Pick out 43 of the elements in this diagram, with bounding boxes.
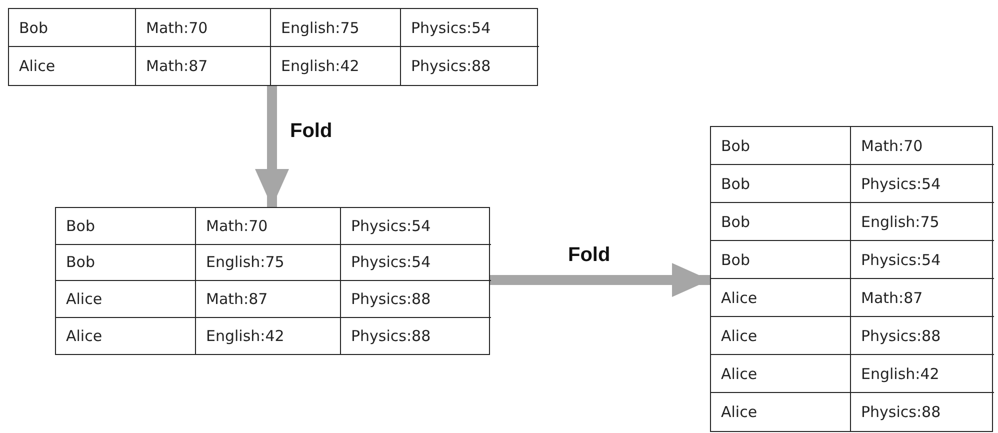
table-cell-text: Physics:88 — [350, 326, 432, 347]
table-cell: Bob — [56, 244, 196, 281]
arrow — [490, 263, 710, 297]
table-cell: Physics:54 — [341, 208, 491, 244]
table-cell: Bob — [711, 127, 851, 165]
table-cell: English:42 — [196, 318, 341, 354]
table-cell: Physics:54 — [851, 241, 994, 279]
table-cell: Bob — [9, 9, 136, 47]
table-cell: English:42 — [271, 47, 401, 85]
table-cell: Bob — [711, 165, 851, 203]
data-table — [8, 8, 538, 86]
table-cell: Physics:88 — [341, 281, 491, 318]
table-cell-text: Physics:88 — [860, 402, 942, 423]
table-cell: Alice — [711, 279, 851, 317]
table-cell: Math:70 — [196, 208, 341, 244]
table-cell: Alice — [56, 281, 196, 318]
table-cell: Alice — [711, 355, 851, 393]
table-cell: Math:70 — [851, 127, 994, 165]
edge-label: Fold — [290, 120, 332, 143]
table-cell: Alice — [56, 318, 196, 354]
table-cell: Math:87 — [196, 281, 341, 318]
table-cell: Alice — [711, 317, 851, 355]
table-cell: Bob — [711, 241, 851, 279]
arrow — [255, 86, 289, 207]
table-cell: Math:70 — [136, 9, 271, 47]
edge-label: Fold — [568, 244, 610, 267]
data-table — [710, 126, 993, 432]
table-cell-text: Physics:88 — [410, 56, 492, 77]
table-cell: Bob — [56, 208, 196, 244]
table-cell: Alice — [9, 47, 136, 85]
table-cell: Alice — [711, 393, 851, 431]
table-cell: Physics:54 — [341, 244, 491, 281]
table-cell: Physics:88 — [851, 317, 994, 355]
table-cell: English:75 — [851, 203, 994, 241]
table-cell: Physics:54 — [401, 9, 539, 47]
table-cell: Math:87 — [136, 47, 271, 85]
table-cell: English:75 — [196, 244, 341, 281]
table-cell: Bob — [711, 203, 851, 241]
table-cell: Math:87 — [851, 279, 994, 317]
data-table — [55, 207, 490, 355]
table-cell: English:75 — [271, 9, 401, 47]
table-cell: English:42 — [851, 355, 994, 393]
table-cell: Physics:54 — [851, 165, 994, 203]
